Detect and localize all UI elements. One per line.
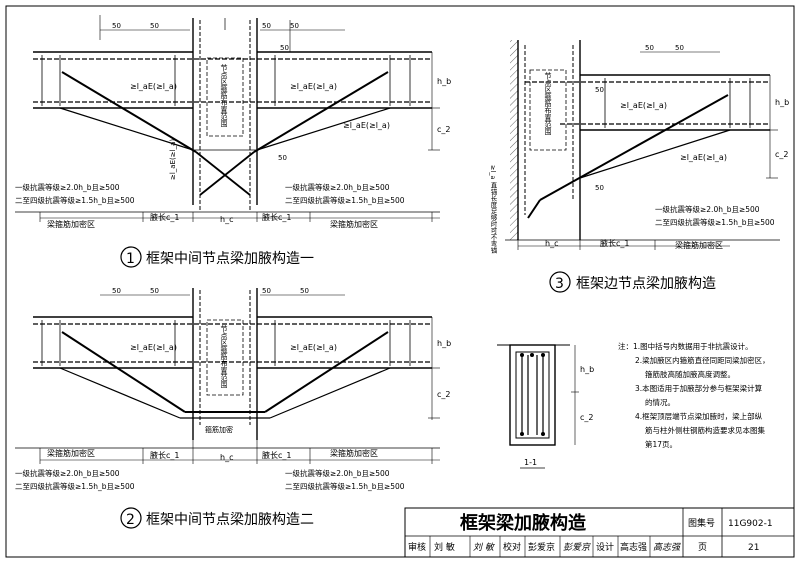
dim-50: 50 <box>280 44 289 52</box>
dim-50: 50 <box>150 22 159 30</box>
dim-hc: h_c <box>220 215 233 224</box>
haunch-length-label: 腋长c_1 <box>262 212 292 222</box>
seismic-note: 二至四级抗震等级≥1.5h_b且≥500 <box>655 217 775 227</box>
stirrup-dense-label: 箍筋加密 <box>205 425 233 434</box>
page-label: 页 <box>698 542 707 553</box>
atlas-number: 11G902-1 <box>728 519 773 529</box>
anchor-length-label: ≥l_aE(≥l_a) <box>620 101 667 110</box>
diagram-title: 框架中间节点梁加腋构造二 <box>146 512 314 528</box>
dim-50: 50 <box>675 44 684 52</box>
general-notes: 注：1.图中括号内数据用于非抗震设计。 2.梁加腋区内箍筋直径同距同梁加密区， … <box>618 341 770 449</box>
dim-hc: h_c <box>545 239 558 248</box>
dim-50: 50 <box>150 287 159 295</box>
dim-50: 50 <box>595 184 604 192</box>
checker-name: 彭爱京 <box>528 541 555 553</box>
haunch-length-label: 腋长c_1 <box>262 450 292 460</box>
note-line: 第17页。 <box>645 439 677 449</box>
dim-50: 50 <box>112 22 121 30</box>
dense-zone-label: 梁箍筋加密区 <box>330 219 378 229</box>
dim-c2: c_2 <box>437 125 451 134</box>
diagram-title: 框架边节点梁加腋构造 <box>576 276 716 292</box>
design-label: 设计 <box>596 541 614 553</box>
checker-signature: 彭爱京 <box>563 542 592 553</box>
dense-zone-label: 梁箍筋加密区 <box>47 448 95 458</box>
designer-name: 高志强 <box>620 541 647 553</box>
note-line: 注：1.图中括号内数据用于非抗震设计。 <box>618 341 753 351</box>
review-label: 审核 <box>408 541 426 553</box>
seismic-note: 二至四级抗震等级≥1.5h_b且≥500 <box>285 195 405 205</box>
note-line: 的情况。 <box>645 397 675 407</box>
dim-hb: h_b <box>775 98 789 107</box>
dim-c2: c_2 <box>437 390 451 399</box>
designer-signature: 高志强 <box>653 542 681 553</box>
dim-hb: h_b <box>437 77 451 86</box>
drawing-title: 框架梁加腋构造 <box>460 512 586 534</box>
haunch-length-label: 腋长c_1 <box>150 212 180 222</box>
diagram-1: 50 50 50 50 50 50 ≥l_aE(≥l_a) ≥l_aE(≥l_a… <box>15 15 451 268</box>
anchor-length-label: ≥l_aE(≥l_a) <box>290 343 337 352</box>
dim-50: 50 <box>278 154 287 162</box>
seismic-note: 一级抗震等级≥2.0h_b且≥500 <box>285 182 390 192</box>
dim-hb: h_b <box>580 365 594 374</box>
node-zone-label: 节点区箍筋布置范围 <box>220 325 228 389</box>
note-line: 4.框架顶层端节点梁加腋时，梁上部纵 <box>635 411 763 421</box>
anchor-length-label: ≥l_aE(≥l_a) <box>169 139 177 180</box>
seismic-note: 二至四级抗震等级≥1.5h_b且≥500 <box>15 481 135 491</box>
dim-50: 50 <box>112 287 121 295</box>
diagram-3: 50 50 50 50 ≥l_aE(≥l_a) ≥l_aE(≥l_a) 节点区箍… <box>489 40 789 293</box>
node-zone-label: 节点区箍筋布置范围 <box>220 64 228 128</box>
anchor-length-label: ≥l_aE(≥l_a) <box>130 82 177 91</box>
dim-50: 50 <box>300 287 309 295</box>
dim-50: 50 <box>595 86 604 94</box>
diagram-number: 3 <box>555 276 564 292</box>
dim-50: 50 <box>262 287 271 295</box>
dim-hb: h_b <box>437 339 451 348</box>
title-block: 框架梁加腋构造 图集号 11G902-1 审核 刘 敏 刘 敏 校对 彭爱京 彭… <box>404 507 795 558</box>
anchor-length-label: ≥l_aE(≥l_a) <box>680 153 727 162</box>
dense-zone-label: 梁箍筋加密区 <box>47 219 95 229</box>
dense-zone-label: 梁箍筋加密区 <box>675 240 723 250</box>
dim-c2: c_2 <box>775 150 789 159</box>
straight-anchor-note: ≥l_a 直锚长度足够时可不弯锚 <box>489 165 497 254</box>
haunch-length-label: 腋长c_1 <box>150 450 180 460</box>
haunch-length-label: 腋长c_1 <box>600 238 630 248</box>
note-line: 2.梁加腋区内箍筋直径同距同梁加密区， <box>635 355 770 365</box>
note-line: 箍筋肢高随加腋高度调整。 <box>645 369 735 379</box>
dim-50: 50 <box>645 44 654 52</box>
dense-zone-label: 梁箍筋加密区 <box>330 448 378 458</box>
dim-c2: c_2 <box>580 413 594 422</box>
sheet-border <box>5 5 795 558</box>
section-label: 1-1 <box>524 458 537 467</box>
seismic-note: 一级抗震等级≥2.0h_b且≥500 <box>285 468 390 478</box>
node-zone-label: 节点区箍筋布置范围 <box>544 72 552 136</box>
anchor-length-label: ≥l_aE(≥l_a) <box>290 82 337 91</box>
seismic-note: 一级抗震等级≥2.0h_b且≥500 <box>15 468 120 478</box>
diagram-title: 框架中间节点梁加腋构造一 <box>146 251 314 267</box>
seismic-note: 一级抗震等级≥2.0h_b且≥500 <box>15 182 120 192</box>
seismic-note: 二至四级抗震等级≥1.5h_b且≥500 <box>285 481 405 491</box>
dim-50: 50 <box>262 22 271 30</box>
anchor-length-label: ≥l_aE(≥l_a) <box>343 121 390 130</box>
diagram-number: 2 <box>126 512 135 528</box>
check-label: 校对 <box>503 541 521 553</box>
dim-hc: h_c <box>220 453 233 462</box>
note-line: 3.本图适用于加腋部分参与框架梁计算 <box>635 383 763 393</box>
anchor-length-label: ≥l_aE(≥l_a) <box>130 343 177 352</box>
page-number: 21 <box>748 543 759 553</box>
reviewer-name: 刘 敏 <box>434 541 455 553</box>
note-line: 筋与柱外侧柱钢筋构造要求见本图集 <box>645 425 765 435</box>
section-1-1: h_b c_2 1-1 <box>497 344 594 469</box>
atlas-label: 图集号 <box>688 517 715 529</box>
dim-50: 50 <box>290 22 299 30</box>
diagram-2: 50 50 50 50 ≥l_aE(≥l_a) ≥l_aE(≥l_a) 节点区箍… <box>15 287 451 529</box>
seismic-note: 二至四级抗震等级≥1.5h_b且≥500 <box>15 195 135 205</box>
reviewer-signature: 刘 敏 <box>473 542 496 553</box>
seismic-note: 一级抗震等级≥2.0h_b且≥500 <box>655 204 760 214</box>
diagram-number: 1 <box>126 251 135 267</box>
